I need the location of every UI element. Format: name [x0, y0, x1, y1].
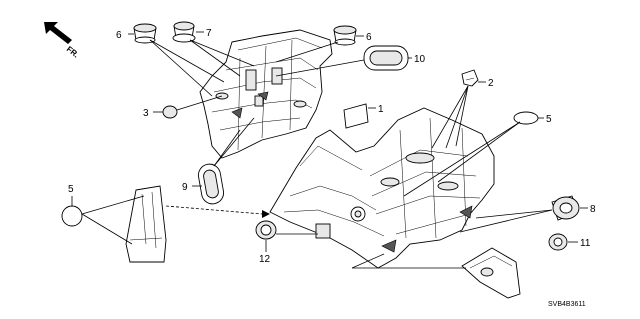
leader-lines [71, 31, 588, 269]
callout-10: 10 [414, 54, 426, 65]
rear-floor-panel [269, 107, 495, 269]
plug-5a [61, 205, 83, 227]
grommet-10 [363, 45, 409, 71]
callout-7: 7 [206, 28, 212, 39]
grommet-8 [551, 195, 580, 221]
callout-8: 8 [590, 204, 596, 215]
grommet-6a [133, 23, 157, 44]
callout-6b: 6 [366, 32, 372, 43]
grommet-11 [548, 233, 568, 251]
front-direction-arrow-icon [44, 22, 72, 44]
seal-1 [343, 103, 369, 129]
callout-12: 12 [259, 254, 271, 265]
callout-1: 1 [378, 104, 384, 115]
grommet-9 [197, 163, 225, 205]
grommet-3 [162, 105, 178, 119]
callout-11: 11 [580, 238, 591, 249]
callout-2: 2 [488, 78, 494, 89]
callout-5b: 5 [546, 114, 552, 125]
pillar-panel [125, 185, 167, 263]
grommet-6b [333, 25, 357, 46]
callout-9: 9 [182, 182, 188, 193]
grommet-7 [172, 21, 196, 43]
grommet-12 [255, 220, 277, 240]
front-direction-label: FR. [65, 44, 81, 59]
callout-5a: 5 [68, 184, 74, 195]
rear-duct [461, 247, 521, 299]
plug-5b [513, 111, 539, 125]
diagram-code: SVB4B3611 [548, 301, 586, 308]
callout-3: 3 [143, 108, 149, 119]
front-floor-panel [199, 29, 333, 159]
clip-2 [461, 69, 479, 87]
callout-6a: 6 [116, 30, 122, 41]
